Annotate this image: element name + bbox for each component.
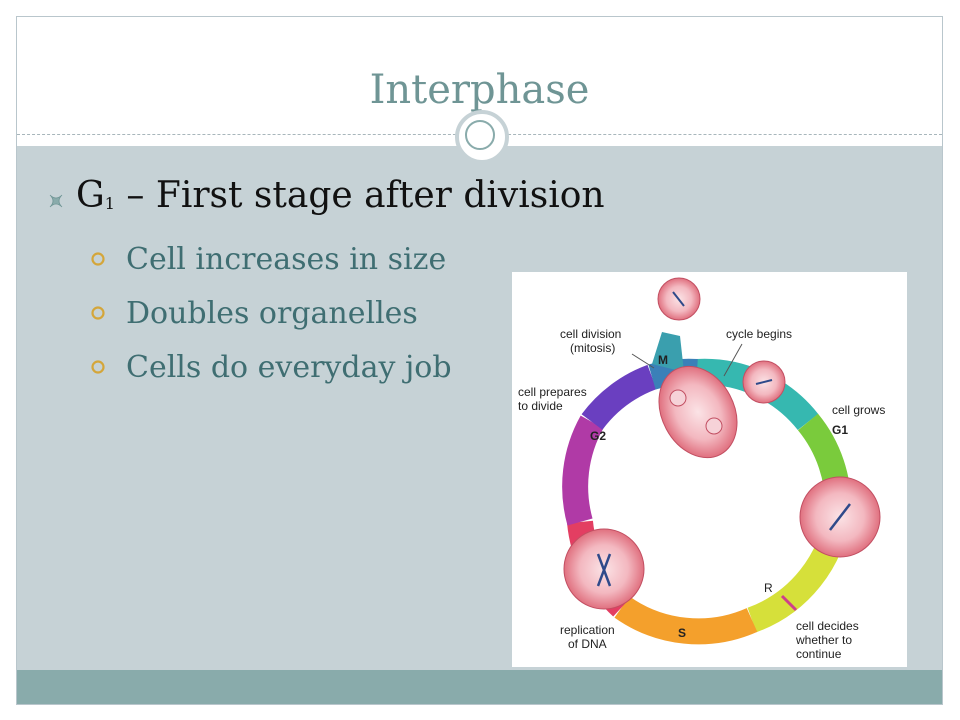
circle-bullet-icon [91, 252, 105, 266]
circle-bullet-icon [91, 360, 105, 374]
cycle-begins-label: cycle begins [726, 327, 792, 341]
main-bullet-description: – First stage after division [114, 175, 605, 216]
cell-cycle-svg: M G1 G2 S cell division(mitosis) cycle b… [518, 277, 885, 661]
list-item: Cell increases in size [90, 232, 452, 286]
replicating-cell [563, 528, 645, 610]
sub-bullet-text: Cell increases in size [126, 241, 447, 277]
circle-bullet-icon [91, 306, 105, 320]
ring-segment-violet [581, 364, 657, 431]
slide-title: Interphase [369, 67, 590, 113]
cross-star-bullet-icon [49, 194, 63, 208]
main-bullet-text: G1 – First stage after division [76, 175, 605, 216]
g-letter: G [76, 175, 105, 216]
grown-g1-cell [799, 476, 881, 558]
phase-label-s: S [678, 626, 686, 640]
list-item: Cells do everyday job [90, 340, 452, 394]
mitosis-wedge [652, 332, 684, 372]
cell-cycle-diagram: M G1 G2 S cell division(mitosis) cycle b… [512, 272, 907, 667]
sub-bullet-text: Doubles organelles [126, 295, 418, 331]
ring-segment-orange [614, 596, 758, 645]
dividing-cell [658, 365, 738, 459]
main-bullet: G1 – First stage after division [48, 175, 605, 216]
restriction-point-marker [780, 594, 798, 612]
phase-label-m: M [658, 353, 668, 367]
ring-inner-circle [465, 120, 495, 150]
early-g1-cell [742, 360, 786, 404]
g-subscript: 1 [104, 194, 115, 213]
cycle-begins-leader-line [723, 343, 743, 377]
phase-label-g1: G1 [832, 423, 848, 437]
phase-label-g2: G2 [590, 429, 606, 443]
list-item: Doubles organelles [90, 286, 452, 340]
sub-bullet-list: Cell increases in size Doubles organelle… [90, 232, 452, 394]
restriction-label: R [764, 581, 773, 595]
footer-band [17, 670, 942, 704]
ring-segment-magenta [562, 415, 604, 526]
sub-bullet-text: Cells do everyday job [126, 349, 452, 385]
top-cell [657, 277, 701, 321]
decorative-ring-icon [455, 110, 509, 164]
cell-grows-label: cell grows [832, 403, 885, 417]
mitosis-label: cell division(mitosis) [560, 327, 621, 355]
mitosis-leader-line [631, 353, 655, 369]
